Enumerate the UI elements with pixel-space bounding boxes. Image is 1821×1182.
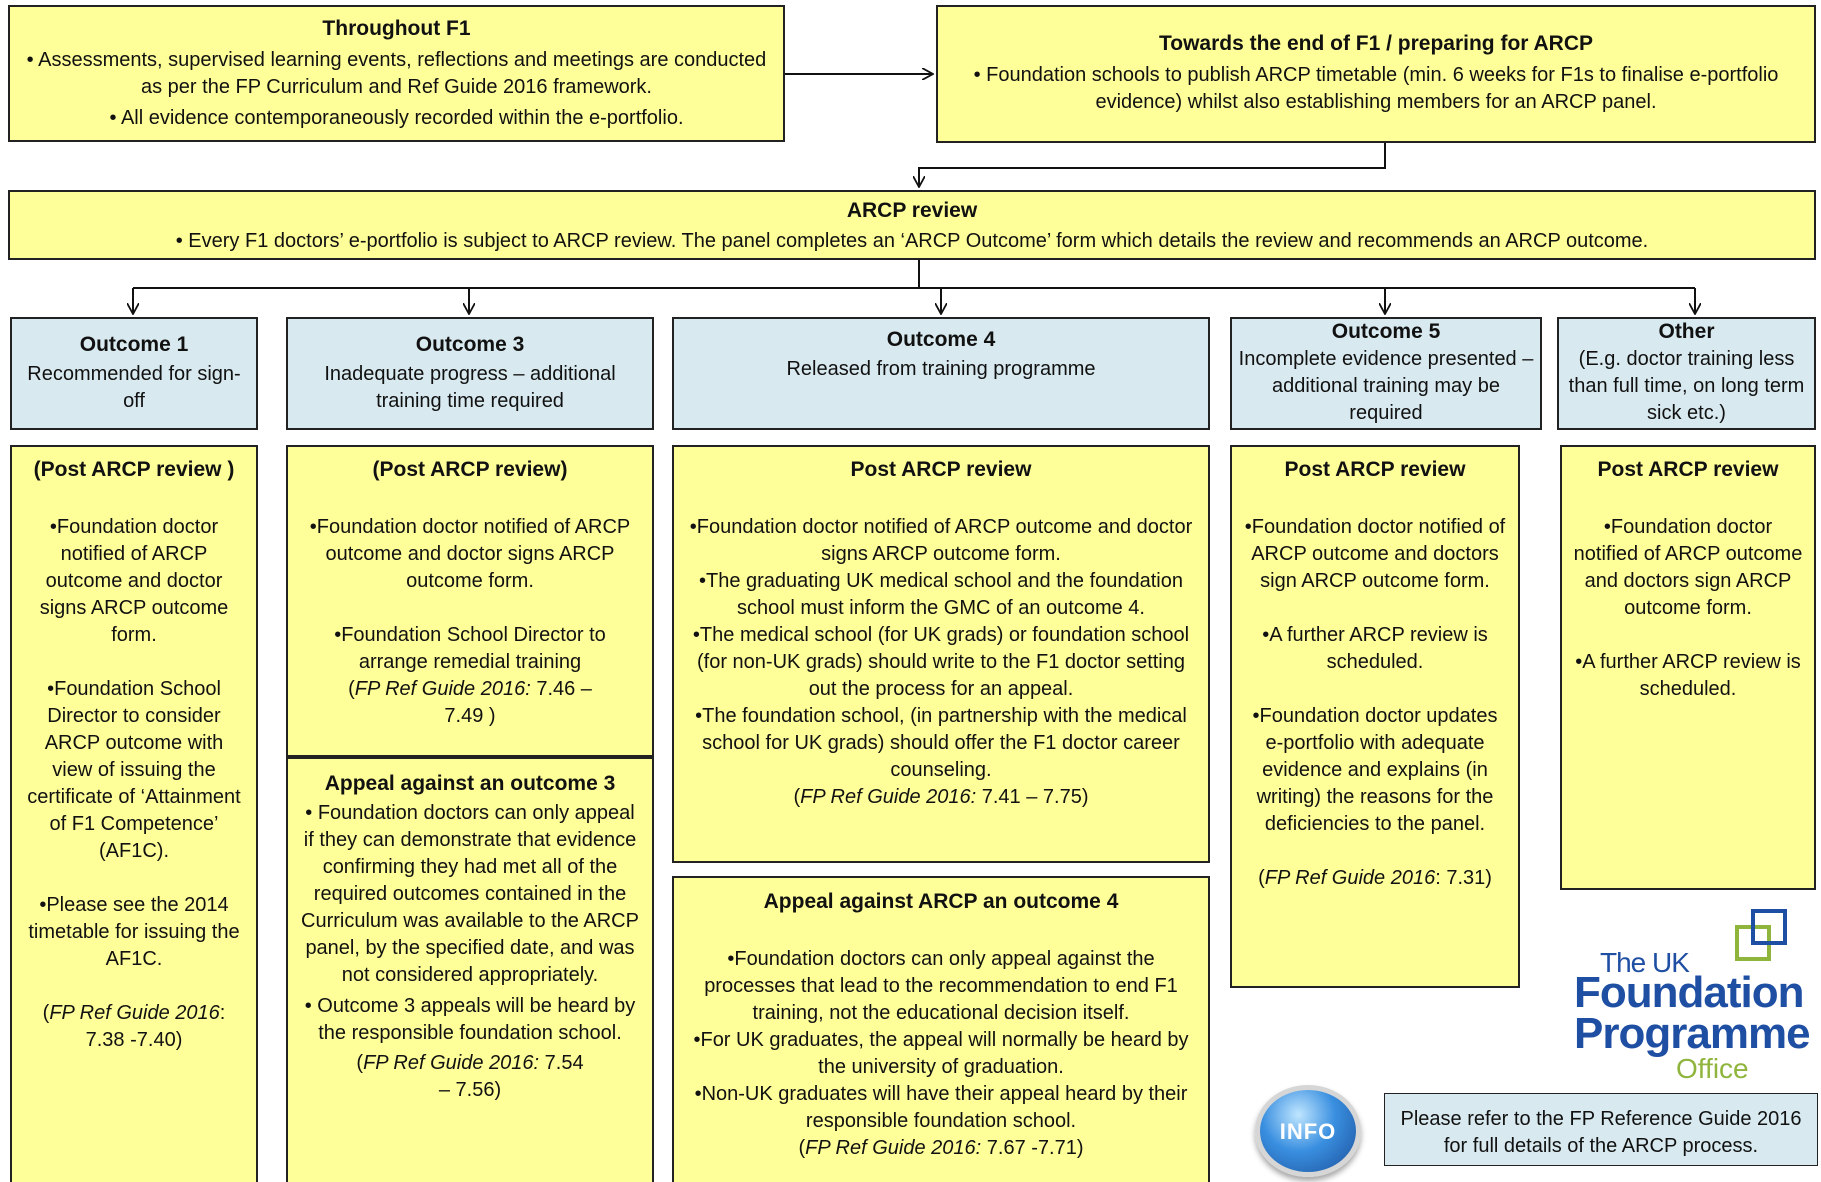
logo-squares-icon [1735, 909, 1787, 961]
appeal-o3-point-2: • Outcome 3 appeals will be heard by the… [304, 995, 636, 1044]
appeal-o4-point-3: •Non-UK graduates will have their appeal… [694, 1083, 1188, 1132]
appeal-o4-point-2: •For UK graduates, the appeal will norma… [693, 1029, 1189, 1078]
logo-line-3: Programme [1574, 1009, 1811, 1058]
logo-line-1: The UK [1600, 947, 1690, 978]
post-review-o1-title: (Post ARCP review ) [33, 458, 235, 481]
reference-note-box: Please refer to the FP Reference Guide 2… [1384, 1093, 1818, 1166]
post-other-point-2: •A further ARCP review is scheduled. [1575, 651, 1801, 700]
post-review-other: Post ARCP review •Foundation doctor noti… [1560, 445, 1816, 890]
post-o4-point-1: •Foundation doctor notified of ARCP outc… [689, 516, 1193, 565]
throughout-f1-title: Throughout F1 [322, 17, 471, 40]
end-of-f1-box: Towards the end of F1 / preparing for AR… [936, 5, 1816, 143]
outcome-5-desc: Incomplete evidence presented – addition… [1238, 348, 1534, 424]
post-review-o3-title: (Post ARCP review) [372, 458, 568, 481]
throughout-f1-bullet-1: • Assessments, supervised learning event… [26, 49, 767, 98]
reference-note-text: Please refer to the FP Reference Guide 2… [1400, 1108, 1802, 1157]
post-review-outcome-5: Post ARCP review •Foundation doctor noti… [1230, 445, 1520, 988]
logo-line-4: Office [1676, 1053, 1749, 1084]
arcp-review-bullet: • Every F1 doctors’ e-portfolio is subje… [175, 230, 1649, 252]
outcome-4-desc: Released from training programme [786, 358, 1096, 380]
outcome-5-box: Outcome 5 Incomplete evidence presented … [1230, 317, 1542, 430]
appeal-o3-point-1: • Foundation doctors can only appeal if … [301, 802, 639, 986]
post-o1-point-1: •Foundation doctor notified of ARCP outc… [39, 516, 229, 646]
appeal-o3-reference: (FP Ref Guide 2016: 7.54 – 7.56) [356, 1052, 584, 1101]
ukfpo-logo: The UK Foundation Programme Office [1570, 905, 1821, 1085]
post-review-o4-title: Post ARCP review [850, 458, 1032, 481]
outcome-other-title: Other [1658, 320, 1715, 343]
post-review-outcome-4: Post ARCP review •Foundation doctor noti… [672, 445, 1210, 863]
outcome-1-box: Outcome 1 Recommended for sign-off [10, 317, 258, 430]
arcp-review-box: ARCP review • Every F1 doctors’ e-portfo… [8, 190, 1816, 260]
outcome-other-desc: (E.g. doctor training less than full tim… [1568, 348, 1805, 424]
post-o5-reference: (FP Ref Guide 2016: 7.31) [1258, 867, 1492, 889]
info-badge-icon: INFO [1255, 1085, 1361, 1177]
appeal-o4-title: Appeal against ARCP an outcome 4 [763, 890, 1119, 913]
outcome-1-title: Outcome 1 [79, 333, 189, 356]
post-o4-point-2: •The graduating UK medical school and th… [699, 570, 1183, 619]
post-o5-point-2: •A further ARCP review is scheduled. [1262, 624, 1488, 673]
outcome-1-desc: Recommended for sign-off [27, 363, 241, 412]
post-review-o5-title: Post ARCP review [1284, 458, 1466, 481]
post-o3-point-2: •Foundation School Director to arrange r… [334, 624, 606, 673]
appeal-outcome-4-box: Appeal against ARCP an outcome 4 •Founda… [672, 876, 1210, 1182]
appeal-o4-point-1: •Foundation doctors can only appeal agai… [704, 948, 1178, 1024]
outcome-3-title: Outcome 3 [415, 333, 525, 356]
end-of-f1-title: Towards the end of F1 / preparing for AR… [1158, 32, 1594, 55]
outcome-4-title: Outcome 4 [886, 328, 996, 351]
arrow-end-to-review [919, 143, 1386, 186]
appeal-o3-title: Appeal against an outcome 3 [324, 772, 616, 795]
post-o5-point-3: •Foundation doctor updates e-portfolio w… [1252, 705, 1498, 835]
post-o4-point-3: •The medical school (for UK grads) or fo… [692, 624, 1190, 700]
post-o3-reference: (FP Ref Guide 2016: 7.46 – 7.49 ) [348, 678, 592, 727]
throughout-f1-bullet-2: • All evidence contemporaneously recorde… [109, 107, 684, 129]
post-o4-point-4: •The foundation school, (in partnership … [695, 705, 1187, 781]
outcome-4-box: Outcome 4 Released from training program… [672, 317, 1210, 430]
post-o5-point-1: •Foundation doctor notified of ARCP outc… [1244, 516, 1506, 592]
outcome-3-desc: Inadequate progress – additional trainin… [324, 363, 616, 412]
outcome-5-title: Outcome 5 [1331, 320, 1441, 343]
post-o4-reference: (FP Ref Guide 2016: 7.41 – 7.75) [793, 786, 1089, 808]
outcome-other-box: Other (E.g. doctor training less than fu… [1557, 317, 1816, 430]
outcome-3-box: Outcome 3 Inadequate progress – addition… [286, 317, 654, 430]
logo-line-2: Foundation [1574, 968, 1804, 1017]
appeal-o4-reference: (FP Ref Guide 2016: 7.67 -7.71) [798, 1137, 1084, 1159]
post-review-other-title: Post ARCP review [1597, 458, 1779, 481]
post-o1-point-2: •Foundation School Director to consider … [27, 678, 241, 862]
post-o1-point-3: •Please see the 2014 timetable for issui… [28, 894, 240, 970]
throughout-f1-box: Throughout F1 • Assessments, supervised … [8, 5, 785, 142]
post-o1-reference: (FP Ref Guide 2016: 7.38 -7.40) [42, 1002, 226, 1051]
appeal-outcome-3-box: Appeal against an outcome 3 • Foundation… [286, 757, 654, 1182]
post-review-outcome-1: (Post ARCP review ) •Foundation doctor n… [10, 445, 258, 1182]
arcp-review-title: ARCP review [846, 199, 978, 222]
info-badge-label: INFO [1279, 1119, 1337, 1144]
end-of-f1-bullet: • Foundation schools to publish ARCP tim… [973, 64, 1779, 113]
post-o3-point-1: •Foundation doctor notified of ARCP outc… [309, 516, 631, 592]
post-review-outcome-3: (Post ARCP review) •Foundation doctor no… [286, 445, 654, 757]
post-other-point-1: •Foundation doctor notified of ARCP outc… [1573, 516, 1803, 619]
